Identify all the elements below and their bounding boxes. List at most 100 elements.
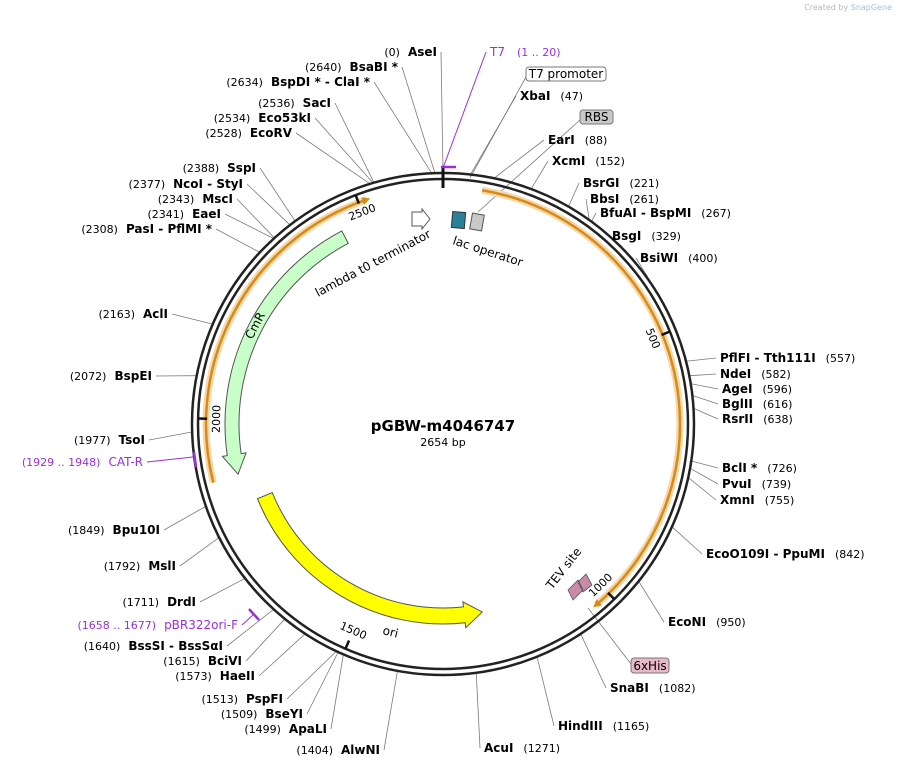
leader-left-5 — [295, 132, 370, 184]
box-t7promoter — [525, 66, 607, 82]
leader-primer-t7 — [442, 51, 487, 169]
leader-right-7 — [635, 257, 648, 278]
enzyme-label-right: EcoNI(950) — [668, 615, 746, 629]
leader-left-4 — [314, 117, 373, 183]
enzyme-label-right: EcoO109I - PpuMI(842) — [706, 547, 865, 561]
t7-promoter-arrow — [411, 207, 431, 231]
leader-left-15 — [179, 537, 219, 567]
enzyme-label-left: (1573)HaeII — [175, 669, 255, 683]
orf-left-arc — [204, 197, 371, 483]
leader-left-8 — [236, 198, 275, 238]
box-label-t7promoter: T7 promoter — [528, 67, 604, 81]
leader-left-21 — [306, 652, 339, 715]
enzyme-label-left: (2536)SacI — [258, 96, 331, 110]
pbr-primer-mark — [248, 608, 260, 621]
enzyme-label-left: (2377)NcoI - StyI — [129, 177, 243, 191]
credit-brand: SnapGene — [850, 3, 892, 12]
tick-label-1500: 1500 — [338, 619, 369, 642]
primer-label-pbr: (1658 .. 1677)pBR322ori-F — [78, 618, 239, 632]
enzyme-label-right: SnaBI(1082) — [610, 681, 695, 695]
leader-left-10 — [215, 228, 260, 253]
leader-right-12 — [694, 408, 719, 420]
enzyme-label-right: BfuAI - BspMI(267) — [600, 206, 731, 220]
credit-prefix: Created by — [804, 3, 849, 12]
labels-layer: XbaI(47) EarI(88) XcmI(152) BsrGI(221) BbsI(… — [22, 45, 865, 757]
leader-right-14 — [690, 468, 719, 485]
leader-left-0 — [440, 51, 444, 173]
leader-left-16 — [199, 578, 245, 603]
enzyme-label-right: EarI(88) — [548, 133, 607, 147]
enzyme-label-right: XcmI(152) — [552, 154, 625, 168]
feature-cmr — [221, 230, 349, 476]
tick-1000 — [607, 591, 616, 601]
leader-left-14 — [163, 506, 206, 531]
ori-label: ori — [381, 623, 400, 640]
leader-right-13 — [692, 460, 719, 469]
enzyme-label-left: (1615)BciVI — [163, 654, 242, 668]
leader-right-18 — [580, 634, 607, 689]
leader-left-18 — [245, 619, 285, 662]
enzyme-label-right: XmnI(755) — [720, 493, 794, 507]
plasmid-length: 2654 bp — [420, 436, 465, 449]
enzyme-label-left: (1640)BssSI - BssSαI — [84, 639, 223, 653]
primer-label-catr: (1929 .. 1948)CAT-R — [22, 455, 143, 469]
leader-left-23 — [383, 671, 398, 751]
leader-left-2 — [373, 81, 432, 173]
enzyme-label-right: AcuI(1271) — [484, 741, 560, 755]
lac-operator-box — [450, 210, 467, 230]
tick-500 — [661, 330, 671, 337]
leader-right-16 — [672, 527, 703, 555]
leader-left-1 — [401, 66, 435, 173]
enzyme-label-right: PvuI(739) — [722, 477, 791, 491]
enzyme-label-right: PflFI - Tth111I(557) — [720, 351, 855, 365]
leader-right-11 — [693, 395, 719, 405]
leader-right-3 — [568, 182, 580, 206]
enzyme-label-right: BsgI(329) — [612, 229, 681, 243]
box-his — [630, 657, 670, 674]
leader-left-7 — [246, 183, 290, 225]
enzyme-label-left: (2640)BsaBI * — [305, 60, 399, 74]
leader-box-rbs — [477, 119, 581, 213]
leader-right-2 — [531, 160, 549, 189]
enzyme-label-right: XbaI(47) — [520, 89, 583, 103]
leader-left-20 — [286, 651, 336, 700]
enzyme-label-left: (1849)Bpu10I — [68, 523, 160, 537]
leader-primer-catr — [146, 456, 194, 463]
enzyme-label-left: (1513)PspFI — [201, 692, 283, 706]
enzyme-label-left: (1509)BseYI — [221, 707, 303, 721]
lac-operator-label: lac operator — [451, 234, 525, 270]
tick-label-2000: 2000 — [210, 405, 224, 433]
leader-right-20 — [475, 673, 481, 749]
tick-2500 — [354, 194, 361, 204]
box-rbs — [579, 109, 614, 125]
enzyme-label-left: (2308)PasI - PflMI * — [81, 222, 212, 236]
box-label-rbs: RBS — [585, 110, 609, 124]
enzyme-label-left: (1711)DrdI — [122, 595, 196, 609]
enzyme-label-right: BglII(616) — [722, 397, 792, 411]
leader-right-10 — [691, 383, 719, 390]
snapgene-credit: Created by SnapGene — [804, 3, 892, 12]
enzyme-label-right: HindIII(1165) — [558, 719, 649, 733]
enzyme-label-right: BbsI(261) — [590, 192, 659, 206]
primer-label-t7: T7(1 .. 20) — [489, 45, 561, 59]
enzyme-label-left: (1792)MslI — [104, 559, 176, 573]
leader-right-1 — [494, 139, 545, 178]
leader-right-5 — [591, 212, 597, 221]
enzyme-label-left: (2341)EaeI — [148, 207, 221, 221]
box-label-his: 6xHis — [633, 659, 666, 673]
rbs-box — [469, 212, 485, 232]
orf-arcs — [202, 186, 684, 608]
enzyme-label-left: (2534)Eco53kI — [214, 111, 311, 125]
leader-left-13 — [148, 431, 192, 441]
leader-left-6 — [259, 167, 295, 221]
enzyme-label-left: (2343)MscI — [158, 192, 233, 206]
enzyme-label-right: BsiWI(400) — [640, 251, 718, 265]
enzyme-label-right: BsrGI(221) — [583, 176, 659, 190]
enzyme-label-right: BclI *(726) — [722, 461, 797, 475]
leader-left-3 — [334, 102, 374, 182]
leader-right-17 — [638, 581, 665, 623]
leader-left-17 — [226, 609, 274, 647]
enzyme-label-left: (1977)TsoI — [74, 433, 145, 447]
orf-right-arc — [481, 189, 682, 608]
enzyme-label-left: (2072)BspEI — [70, 369, 152, 383]
